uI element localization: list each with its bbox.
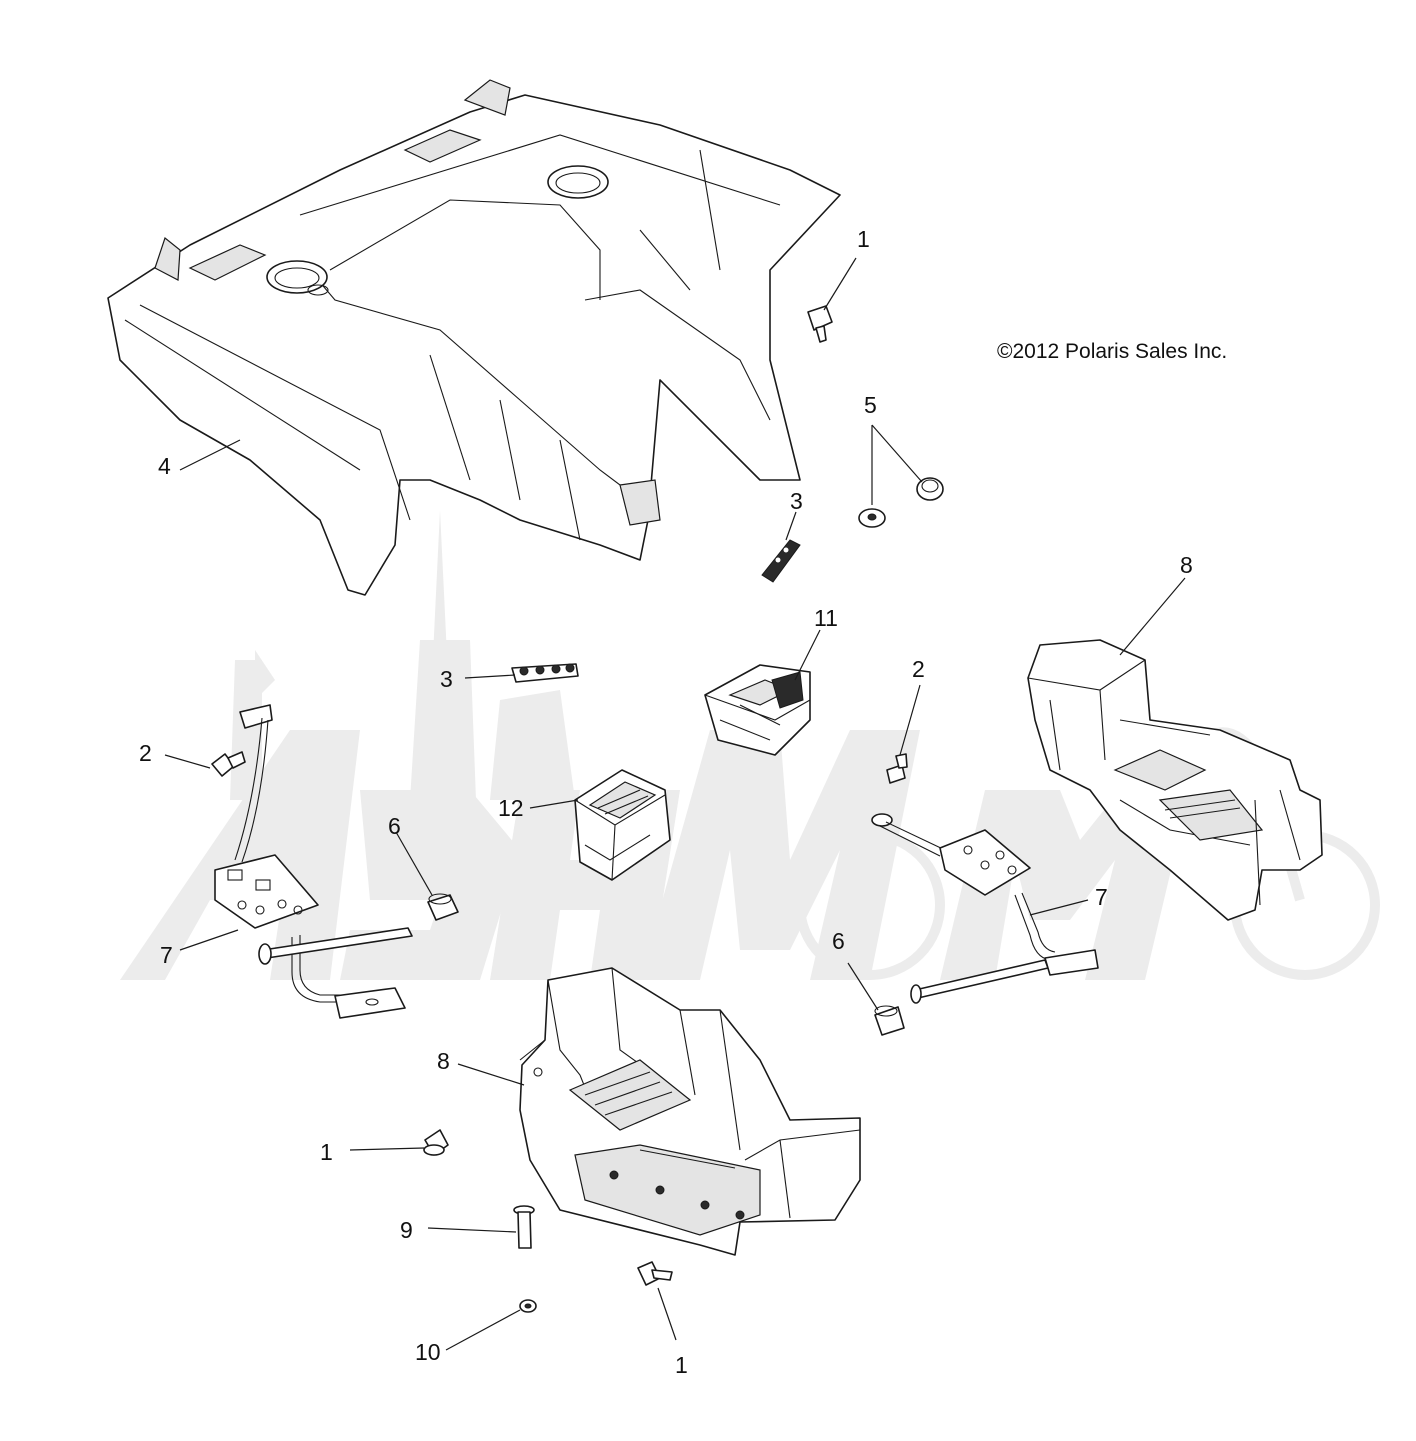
callout-2-right: 2 [912,656,925,682]
push-rivet-left [423,1129,449,1156]
push-rivet-top [807,305,833,343]
boot-tray-small [704,664,811,756]
callout-6-right: 6 [832,928,845,954]
callout-5: 5 [864,392,877,418]
callout-7-right: 7 [1095,884,1108,910]
boot-tray-large [574,769,671,881]
push-rivet-bottom [637,1261,673,1286]
nut [519,1299,537,1313]
washer-pair [858,477,944,528]
leader-lines [164,257,1186,1351]
callout-9: 9 [400,1217,413,1243]
fastener-right [886,753,908,784]
callout-1-top: 1 [857,226,870,252]
pin [513,1205,535,1249]
rear-fender [107,79,841,596]
bushing-right [874,1005,905,1036]
callout-12: 12 [498,795,524,821]
callout-8-right: 8 [1180,552,1193,578]
callout-1-bottom: 1 [675,1352,688,1378]
callout-7-left: 7 [160,942,173,968]
copyright-notice: ©2012 Polaris Sales Inc. [997,340,1228,363]
callout-10: 10 [415,1339,441,1365]
callout-1-left: 1 [320,1139,333,1165]
fastener-left [211,751,246,777]
footwell-lower [519,967,861,1256]
clip-strip-upper [761,539,801,583]
callout-3-middle: 3 [440,666,453,692]
callout-4: 4 [158,453,171,479]
bushing-left [427,893,459,921]
footwell-right [1027,639,1323,921]
clip-strip-middle [511,663,579,683]
watermark-logo [120,510,1380,980]
footrest-bracket-left [214,704,413,1019]
callout-8-lower: 8 [437,1048,450,1074]
callout-6-left: 6 [388,813,401,839]
callout-11: 11 [814,605,838,631]
callout-2-left: 2 [139,740,152,766]
footrest-bracket-right [871,813,1099,1004]
callout-3-upper: 3 [790,488,803,514]
